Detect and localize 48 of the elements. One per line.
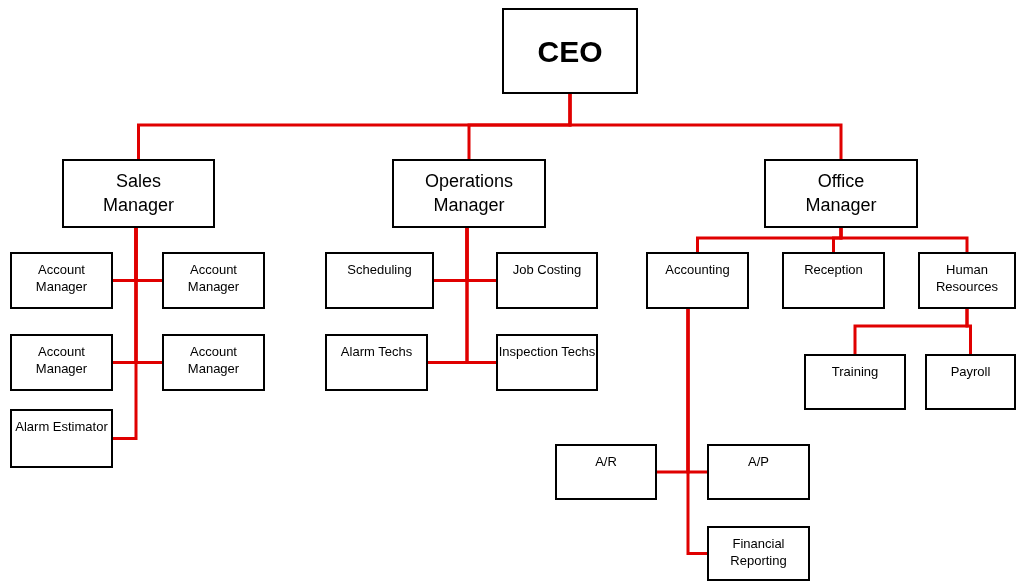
role-title: Alarm Techs: [340, 344, 413, 361]
role-title: Office Manager: [804, 170, 878, 217]
role-title: Operations Manager: [423, 170, 515, 217]
role-title: Financial Reporting: [729, 536, 788, 570]
role-title: Inspection Techs: [498, 344, 596, 361]
connector-line: [465, 228, 496, 364]
role-title: Training: [831, 364, 879, 381]
role-title: Payroll: [950, 364, 991, 381]
role-title: CEO: [537, 33, 603, 70]
role-box: [10, 409, 113, 468]
role-box: [10, 334, 113, 391]
connector-line: [965, 309, 972, 354]
role-box: [325, 252, 434, 309]
role-title: Accounting: [665, 262, 730, 279]
role-title: Account Manager: [34, 262, 89, 296]
role-title: Account Manager: [186, 262, 241, 296]
manager-box: [62, 159, 215, 228]
role-title: Account Manager: [186, 344, 241, 378]
role-box: [162, 252, 265, 309]
role-box: [325, 334, 428, 391]
role-box: [925, 354, 1016, 410]
role-title: Alarm Estimator: [15, 419, 108, 436]
connector-line: [113, 228, 138, 440]
role-title: Job Costing: [512, 262, 582, 279]
manager-box: [392, 159, 546, 228]
role-box: [918, 252, 1016, 309]
role-title: Account Manager: [34, 344, 89, 378]
role-title: Sales Manager: [101, 170, 175, 217]
role-title: Scheduling: [347, 262, 412, 279]
role-box: [646, 252, 749, 309]
role-title: Human Resources: [934, 262, 1000, 296]
role-box: [707, 444, 810, 500]
role-box: [496, 252, 598, 309]
role-box: [782, 252, 885, 309]
role-box: [162, 334, 265, 391]
role-box: [804, 354, 906, 410]
role-box: [10, 252, 113, 309]
role-title: Reception: [804, 262, 863, 279]
role-title: A/R: [595, 454, 617, 471]
connector-line: [568, 94, 843, 159]
executive-box: [502, 8, 638, 94]
role-box: [707, 526, 810, 581]
role-box: [496, 334, 598, 391]
role-title: A/P: [748, 454, 769, 471]
manager-box: [764, 159, 918, 228]
connector-line: [839, 228, 969, 252]
role-box: [555, 444, 657, 500]
connector-line: [686, 309, 707, 555]
